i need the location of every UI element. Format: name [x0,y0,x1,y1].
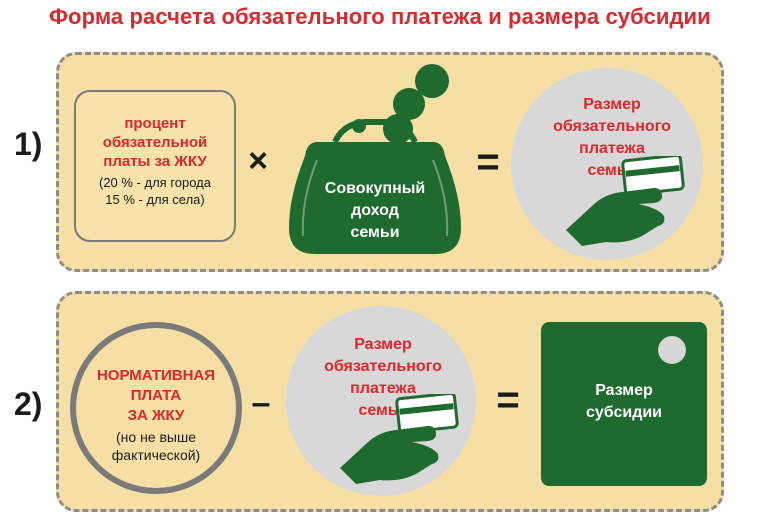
purse-line-1: Совокупный [324,180,426,197]
norm-line-1: НОРМАТИВНАЯ [96,367,216,384]
row-number-2: 2) [14,386,43,422]
norm-line-2: ПЛАТА [130,387,182,404]
equals-sign-1: = [476,140,500,184]
purse-with-coins-icon [289,64,461,254]
percent-line-3: платы за ЖКУ [103,153,207,170]
subsidy-box: Размер субсидии [541,322,707,486]
purse-label: Совокупный доход семьи [300,178,450,244]
payment-line-1: Размер [583,96,641,113]
coin-dot-icon [658,336,686,364]
equals-sign-2: = [496,378,520,422]
purse-line-2: доход [351,202,399,219]
subsidy-line-2: субсидии [585,404,663,421]
hand-with-card-icon [340,394,459,484]
subsidy-label: Размер субсидии [541,380,707,424]
percent-box: процент обязательной платы за ЖКУ (20 % … [74,90,236,242]
payment2-line-1: Размер [354,336,412,353]
payment-line-2: обязательного [553,118,671,135]
page-title: Форма расчета обязательного платежа и ра… [49,4,711,29]
payment2-line-2: обязательного [324,358,442,375]
purse-line-3: семьи [350,224,400,241]
row-number-1: 1) [14,126,43,162]
payment2-line-3: платежа [350,380,416,397]
payment-line-3: платежа [579,140,645,157]
percent-note-2: 15 % - для села) [105,192,205,207]
minus-sign: – [251,384,271,422]
payment2-line-4: семьи [358,402,408,419]
percent-note-1: (20 % - для города [98,175,211,190]
payment-label-2: Размер обязательного платежа семьи [298,334,468,422]
percent-line-1: процент [124,115,186,132]
norm-circle: НОРМАТИВНАЯ ПЛАТА ЗА ЖКУ (но не выше фак… [70,322,242,494]
norm-line-3: ЗА ЖКУ [127,407,185,424]
norm-note-1: (но не выше [116,429,196,445]
norm-note-2: фактической) [111,447,201,463]
subsidy-line-1: Размер [595,382,653,399]
percent-line-2: обязательной [102,134,208,151]
hand-with-card-icon [566,156,685,246]
times-sign: × [248,142,268,180]
